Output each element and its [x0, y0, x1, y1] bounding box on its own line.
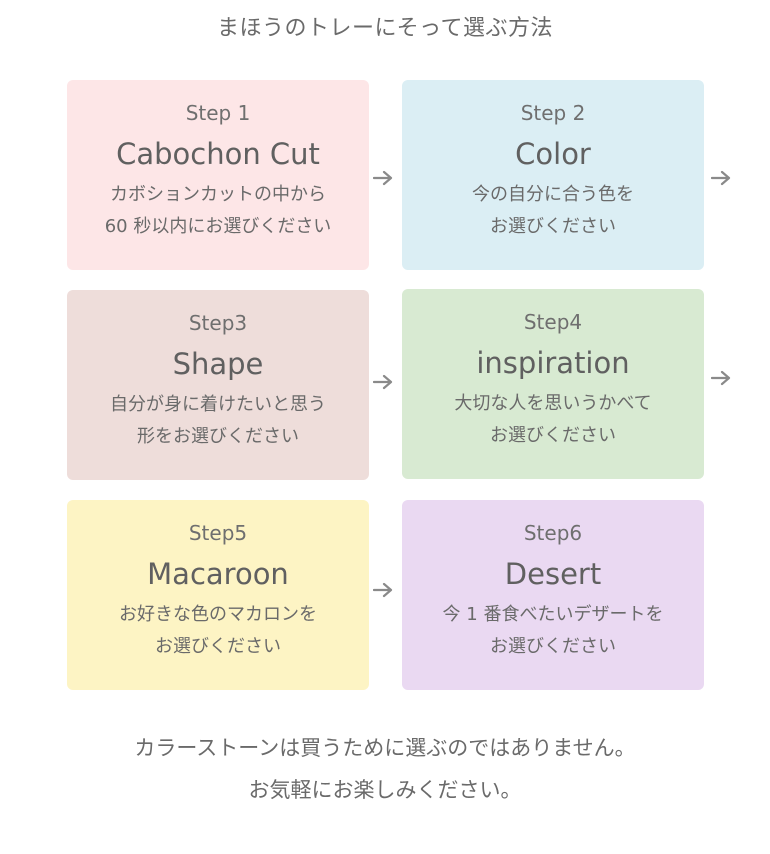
step-name: Macaroon: [147, 557, 289, 591]
step-description-line-2: お選びください: [490, 636, 616, 657]
step-card-3: Step3 Shape 自分が身に着けたいと思う 形をお選びください: [67, 290, 369, 480]
page-title: まほうのトレーにそって選ぶ方法: [217, 16, 553, 41]
step-description-line-2: 形をお選びください: [137, 426, 299, 447]
arrow-right-icon: [373, 170, 393, 186]
step-description: 自分が身に着けたいと思う 形をお選びください: [67, 389, 369, 453]
step-card-5: Step5 Macaroon お好きな色のマカロンを お選びください: [67, 500, 369, 690]
step-description: 大切な人を思いうかべて お選びください: [402, 388, 704, 452]
footer-line-2: お気軽にお楽しみください。: [248, 778, 522, 802]
arrow-right-icon: [373, 582, 393, 598]
arrow-right-icon: [373, 374, 393, 390]
step-card-2: Step 2 Color 今の自分に合う色を お選びください: [402, 80, 704, 270]
step-description-line-2: お選びください: [490, 216, 616, 237]
step-description-line-1: 大切な人を思いうかべて: [454, 393, 652, 414]
step-label: Step6: [523, 521, 583, 545]
step-label: Step 2: [520, 101, 586, 125]
step-description-line-1: 今の自分に合う色を: [472, 184, 634, 205]
step-name: inspiration: [476, 346, 630, 380]
step-description-line-1: カボションカットの中から: [110, 184, 326, 205]
step-description: カボションカットの中から 60 秒以内にお選びください: [67, 179, 369, 243]
step-label: Step3: [188, 311, 248, 335]
footer-line-1: カラーストーンは買うために選ぶのではありません。: [134, 736, 636, 760]
step-description-line-2: 60 秒以内にお選びください: [104, 216, 332, 237]
step-label: Step 1: [185, 101, 251, 125]
step-description: 今 1 番食べたいデザートを お選びください: [402, 599, 704, 663]
arrow-right-icon: [711, 370, 731, 386]
step-description-line-1: 今 1 番食べたいデザートを: [442, 604, 664, 625]
step-label: Step4: [523, 310, 583, 334]
step-description-line-1: 自分が身に着けたいと思う: [110, 394, 326, 415]
step-description-line-2: お選びください: [490, 425, 616, 446]
step-description: お好きな色のマカロンを お選びください: [67, 599, 369, 663]
step-name: Cabochon Cut: [116, 137, 320, 171]
step-description-line-2: お選びください: [155, 636, 281, 657]
arrow-right-icon: [711, 170, 731, 186]
step-card-6: Step6 Desert 今 1 番食べたいデザートを お選びください: [402, 500, 704, 690]
footer-note: カラーストーンは買うために選ぶのではありません。 お気軽にお楽しみください。: [0, 727, 770, 811]
step-name: Desert: [504, 557, 602, 591]
step-card-1: Step 1 Cabochon Cut カボションカットの中から 60 秒以内に…: [67, 80, 369, 270]
step-name: Shape: [172, 347, 264, 381]
step-card-4: Step4 inspiration 大切な人を思いうかべて お選びください: [402, 289, 704, 479]
step-description-line-1: お好きな色のマカロンを: [119, 604, 317, 625]
step-label: Step5: [188, 521, 248, 545]
step-name: Color: [515, 137, 591, 171]
step-description: 今の自分に合う色を お選びください: [402, 179, 704, 243]
